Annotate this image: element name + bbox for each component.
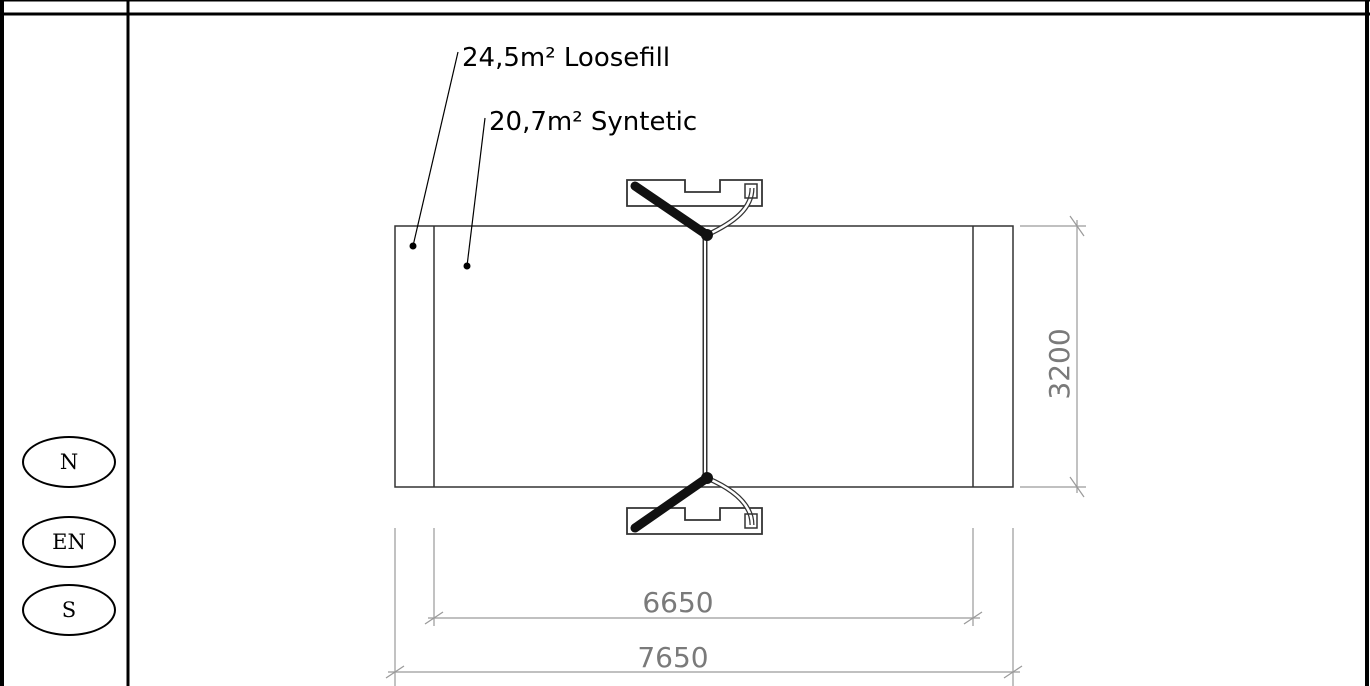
dimension-inner-width: 6650 — [642, 586, 713, 619]
area-labels: 24,5m² Loosefill 20,7m² Syntetic — [409, 43, 697, 270]
language-button-s[interactable]: S — [22, 584, 116, 636]
language-button-n[interactable]: N — [22, 436, 116, 488]
marker-loosefill — [409, 242, 417, 250]
dimension-total-width: 7650 — [637, 641, 708, 674]
goal-structure — [626, 179, 763, 535]
height-dimension — [1020, 215, 1086, 498]
dimension-height: 3200 — [1043, 328, 1076, 399]
top-arm — [630, 181, 712, 240]
label-loosefill: 24,5m² Loosefill — [462, 43, 670, 73]
bottom-arm — [630, 473, 712, 533]
court-outline — [394, 225, 1014, 488]
bottom-base-plate — [626, 507, 763, 535]
width-dimensions — [385, 528, 1023, 686]
label-syntetic: 20,7m² Syntetic — [489, 107, 697, 137]
court-plan — [394, 225, 1014, 488]
marker-syntetic — [463, 262, 471, 270]
leader-loosefill — [412, 51, 459, 247]
leader-syntetic — [466, 117, 486, 267]
language-button-en[interactable]: EN — [22, 516, 116, 568]
